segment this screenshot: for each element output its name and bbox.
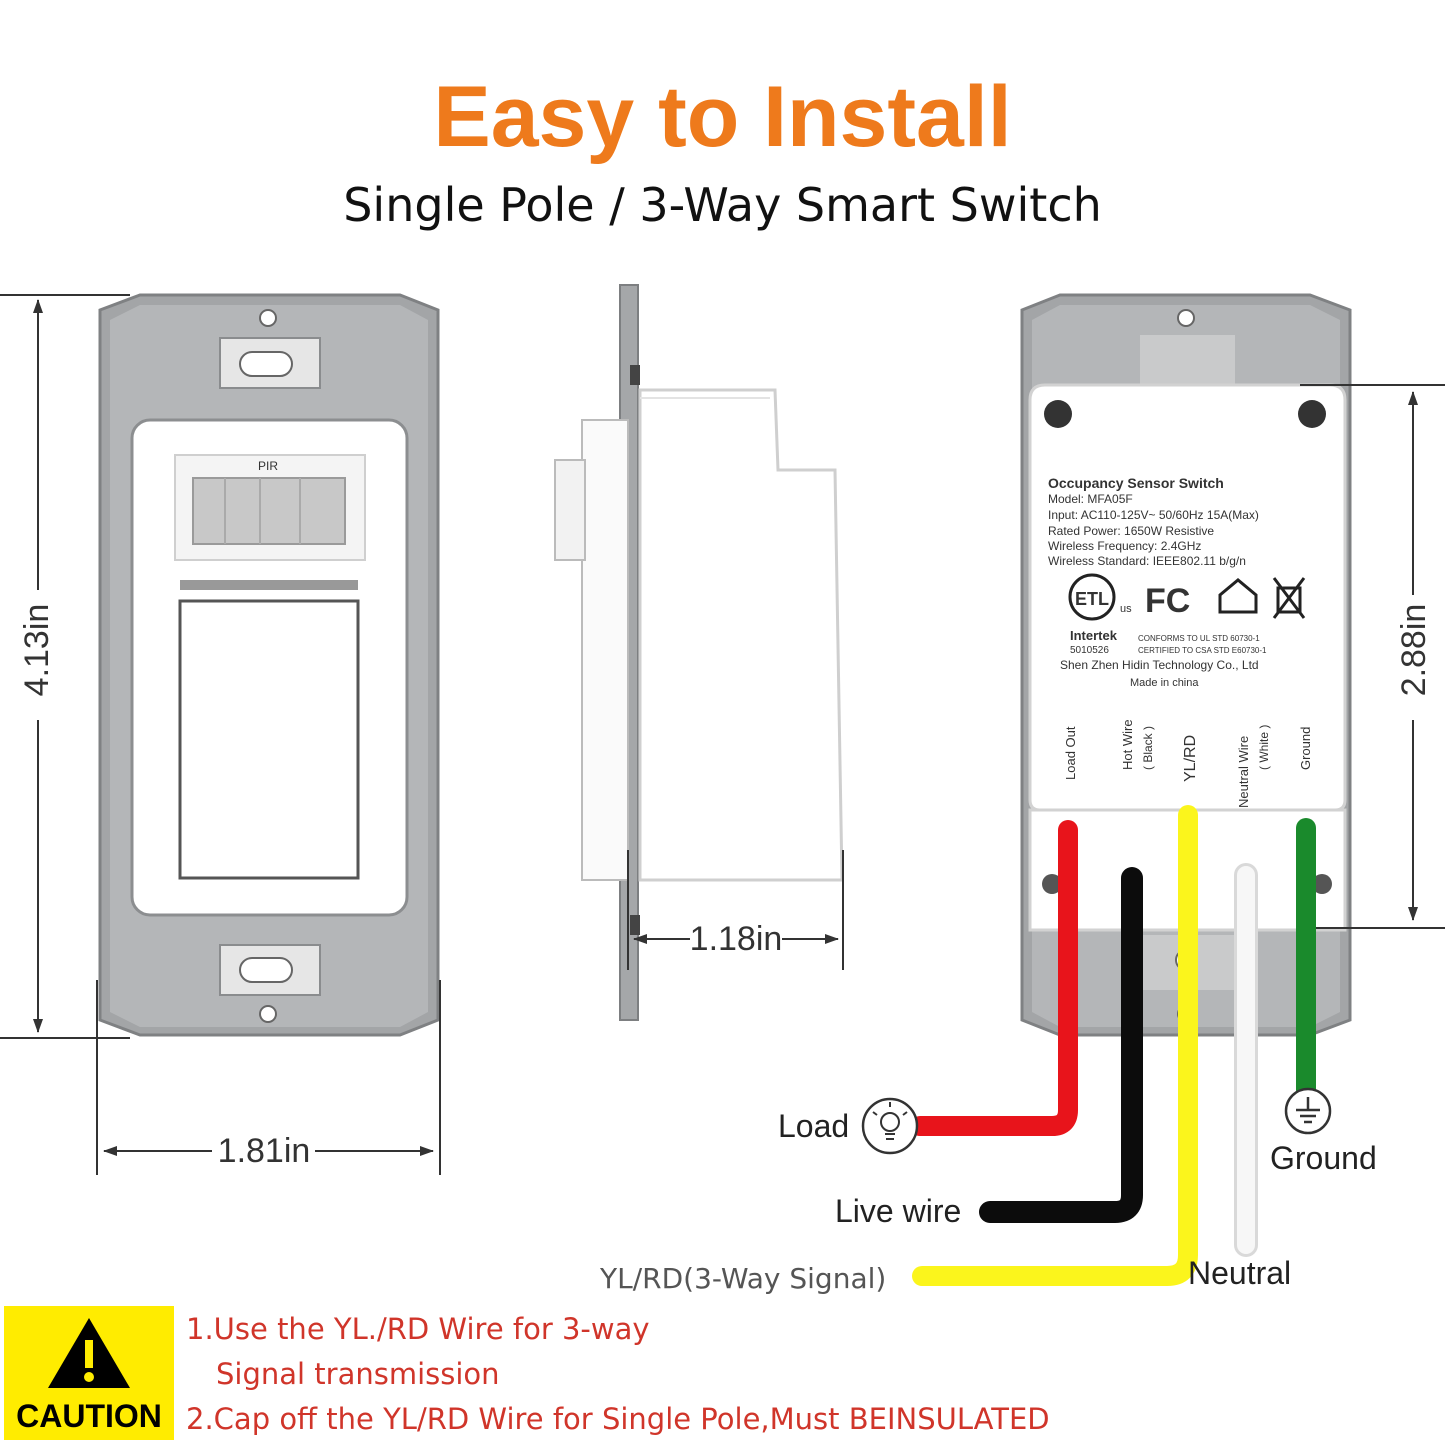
caution-note-1b: Signal transmission [216,1357,500,1391]
fcc-mark-icon: FC [1145,582,1190,620]
back-housing [1028,383,1347,862]
top-screw-hole [259,309,277,327]
depth-dimension: 1.18in [690,920,783,958]
terminal-ground: Ground [1298,727,1313,770]
led-strip [180,580,358,590]
side-housing [638,388,844,882]
label-line-3: Rated Power: 1650W Resistive [1048,524,1214,538]
terminal-load-out: Load Out [1063,726,1078,780]
caution-box: CAUTION [4,1306,174,1440]
black-wire [979,867,1143,1223]
terminal-hot-wire-sub: ( Black ) [1141,726,1155,770]
neutral-label: Neutral [1188,1255,1292,1291]
width-dimension: 1.81in [218,1132,311,1170]
intertek-number: 5010526 [1070,645,1109,656]
live-wire-label: Live wire [835,1193,962,1229]
light-bulb-icon [861,1097,919,1155]
pir-sensor-lens [192,477,346,545]
body-height-dimension: 2.88in [1395,604,1433,697]
svg-text:ETL: ETL [1075,589,1109,609]
terminal-neutral: Neutral Wire [1236,736,1251,808]
terminal-yl-rd: YL/RD [1182,735,1199,782]
ground-symbol-icon [1284,1087,1332,1135]
bottom-screw-hole [259,1005,277,1023]
intertek-label: Intertek [1070,628,1118,643]
etl-mark-icon: ETL us [1068,573,1132,621]
label-line-0: Occupancy Sensor Switch [1048,475,1224,491]
pir-label: PIR [258,459,278,473]
caution-note-1a: 1.Use the YL./RD Wire for 3-way [186,1312,650,1346]
front-view: PIR 4.13in 1.81in [0,293,441,1175]
terminal-neutral-sub: ( White ) [1257,725,1271,770]
yellow-wire [912,805,1198,1286]
conforms-line-2: CERTIFIED TO CSA STD E60730-1 [1138,646,1267,655]
height-dimension: 4.13in [18,604,56,697]
wires [910,805,1316,1286]
page-title: Easy to Install [433,69,1012,165]
label-line-4: Wireless Frequency: 2.4GHz [1048,539,1201,553]
rocker-button [178,599,360,880]
manufacturer: Shen Zhen Hidin Technology Co., Ltd [1060,658,1259,672]
back-view: Occupancy Sensor Switch Model: MFA05F In… [1020,293,1445,1037]
side-switch-body [581,419,629,881]
load-label: Load [778,1108,850,1144]
warning-triangle-icon [48,1318,130,1388]
conforms-line-1: CONFORMS TO UL STD 60730-1 [1138,634,1260,643]
weee-bin-icon [1272,577,1306,619]
caution-note-2: 2.Cap off the YL/RD Wire for Single Pole… [186,1402,1050,1436]
made-in: Made in china [1130,677,1199,689]
svg-text:us: us [1120,603,1132,615]
signal-wire-label: YL/RD(3-Way Signal) [600,1262,887,1295]
page-subtitle: Single Pole / 3-Way Smart Switch [343,178,1102,232]
label-line-2: Input: AC110-125V~ 50/60Hz 15A(Max) [1048,508,1259,522]
label-line-1: Model: MFA05F [1048,492,1133,506]
red-wire [910,820,1078,1136]
ground-label: Ground [1270,1140,1377,1176]
house-icon [1218,578,1258,614]
caution-label: CAUTION [16,1398,162,1434]
side-view: 1.18in [554,284,844,1021]
terminal-hot-wire: Hot Wire [1120,719,1135,770]
label-line-5: Wireless Standard: IEEE802.11 b/g/n [1048,554,1246,568]
